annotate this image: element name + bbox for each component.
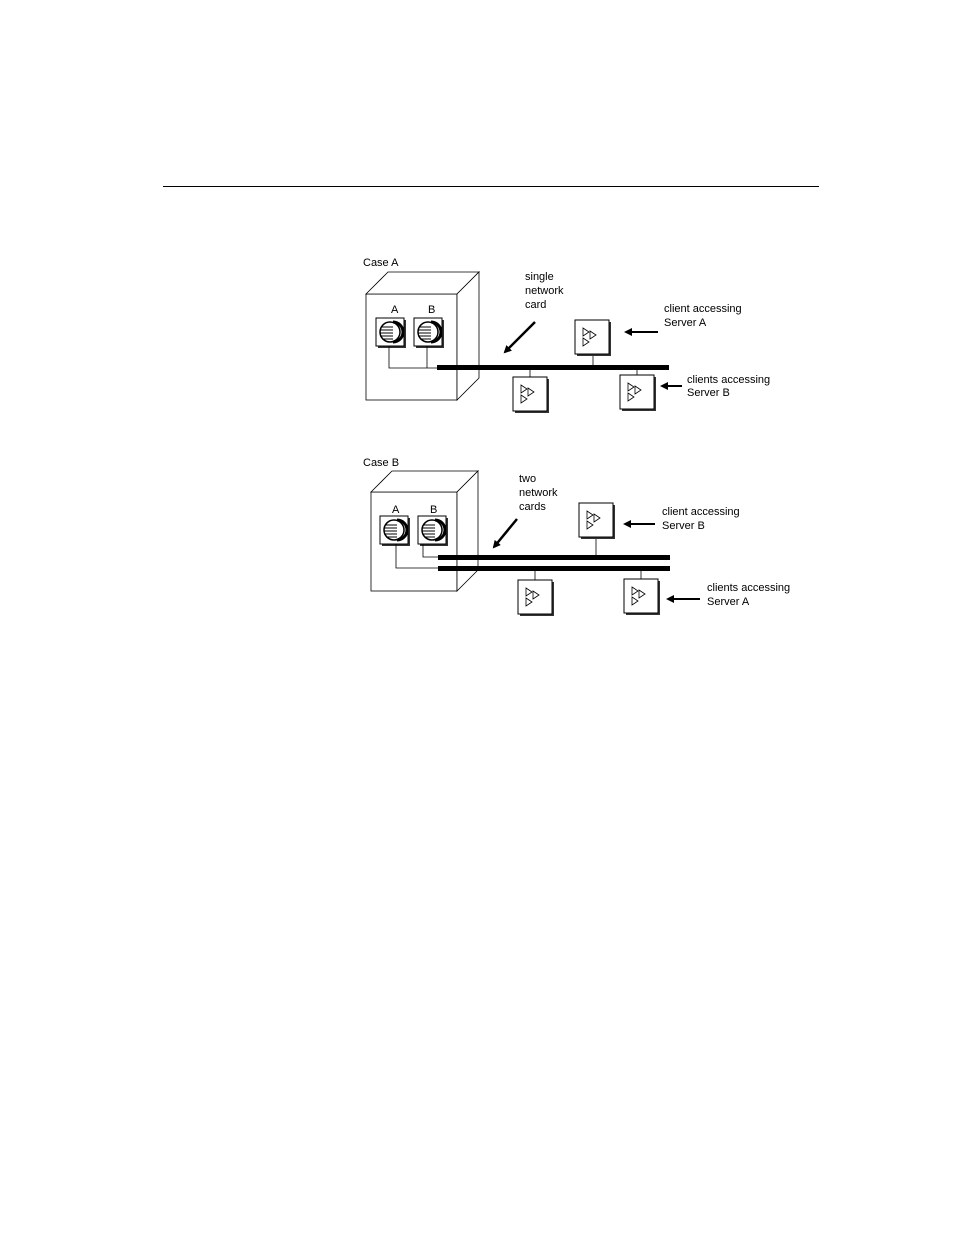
case-b-client-bottom-left-icon [517,579,555,617]
case-b-network-bus-upper [438,555,670,560]
case-b-server-b-label: B [430,504,437,516]
page-header-rule [163,186,819,187]
case-a-server-a-disk-icon [374,316,408,350]
case-a-top-client-label-1: client accessing [664,303,742,315]
case-b-server-a-label: A [392,504,400,516]
case-b-bottom-clients-label-2: Server A [707,596,750,608]
case-a-title: Case A [363,257,399,269]
case-a-card-label-1: single [525,271,554,283]
case-b-card-label-2: network [519,487,558,499]
case-b-network-bus-lower [438,566,670,571]
case-b-group: Case B A B two network cards client [363,457,790,617]
case-a-card-arrow [503,321,536,354]
case-b-server-b-wire [422,544,438,558]
case-b-client-top-icon [578,502,616,540]
case-a-card-label-3: card [525,299,546,311]
case-a-server-a-wire [388,346,437,369]
case-b-client-bottom-right-icon [623,578,661,616]
case-a-client-bottom-right-icon [619,374,657,412]
case-b-card-arrow [492,518,518,549]
case-b-title: Case B [363,457,399,469]
case-b-server-a-disk-icon [378,514,412,548]
case-a-client-top-icon [574,319,612,357]
case-b-server-b-disk-icon [416,514,450,548]
case-a-bottom-clients-label-2: Server B [687,387,730,399]
case-b-top-client-label-1: client accessing [662,506,740,518]
case-a-server-b-label: B [428,304,435,316]
case-a-server-a-label: A [391,304,399,316]
case-b-card-label-3: cards [519,501,546,513]
case-b-top-client-label-2: Server B [662,520,705,532]
case-b-bottom-clients-label-1: clients accessing [707,582,790,594]
case-b-server-a-wire [395,544,438,569]
case-a-network-bus [437,365,669,370]
case-a-server-b-disk-icon [412,316,446,350]
case-b-card-label-1: two [519,473,536,485]
case-a-client-bottom-left-icon [512,376,550,414]
case-a-group: Case A A B single network card client ac… [363,257,770,414]
case-a-bottom-clients-label-1: clients accessing [687,374,770,386]
case-a-top-client-label-2: Server A [664,317,707,329]
case-a-card-label-2: network [525,285,564,297]
